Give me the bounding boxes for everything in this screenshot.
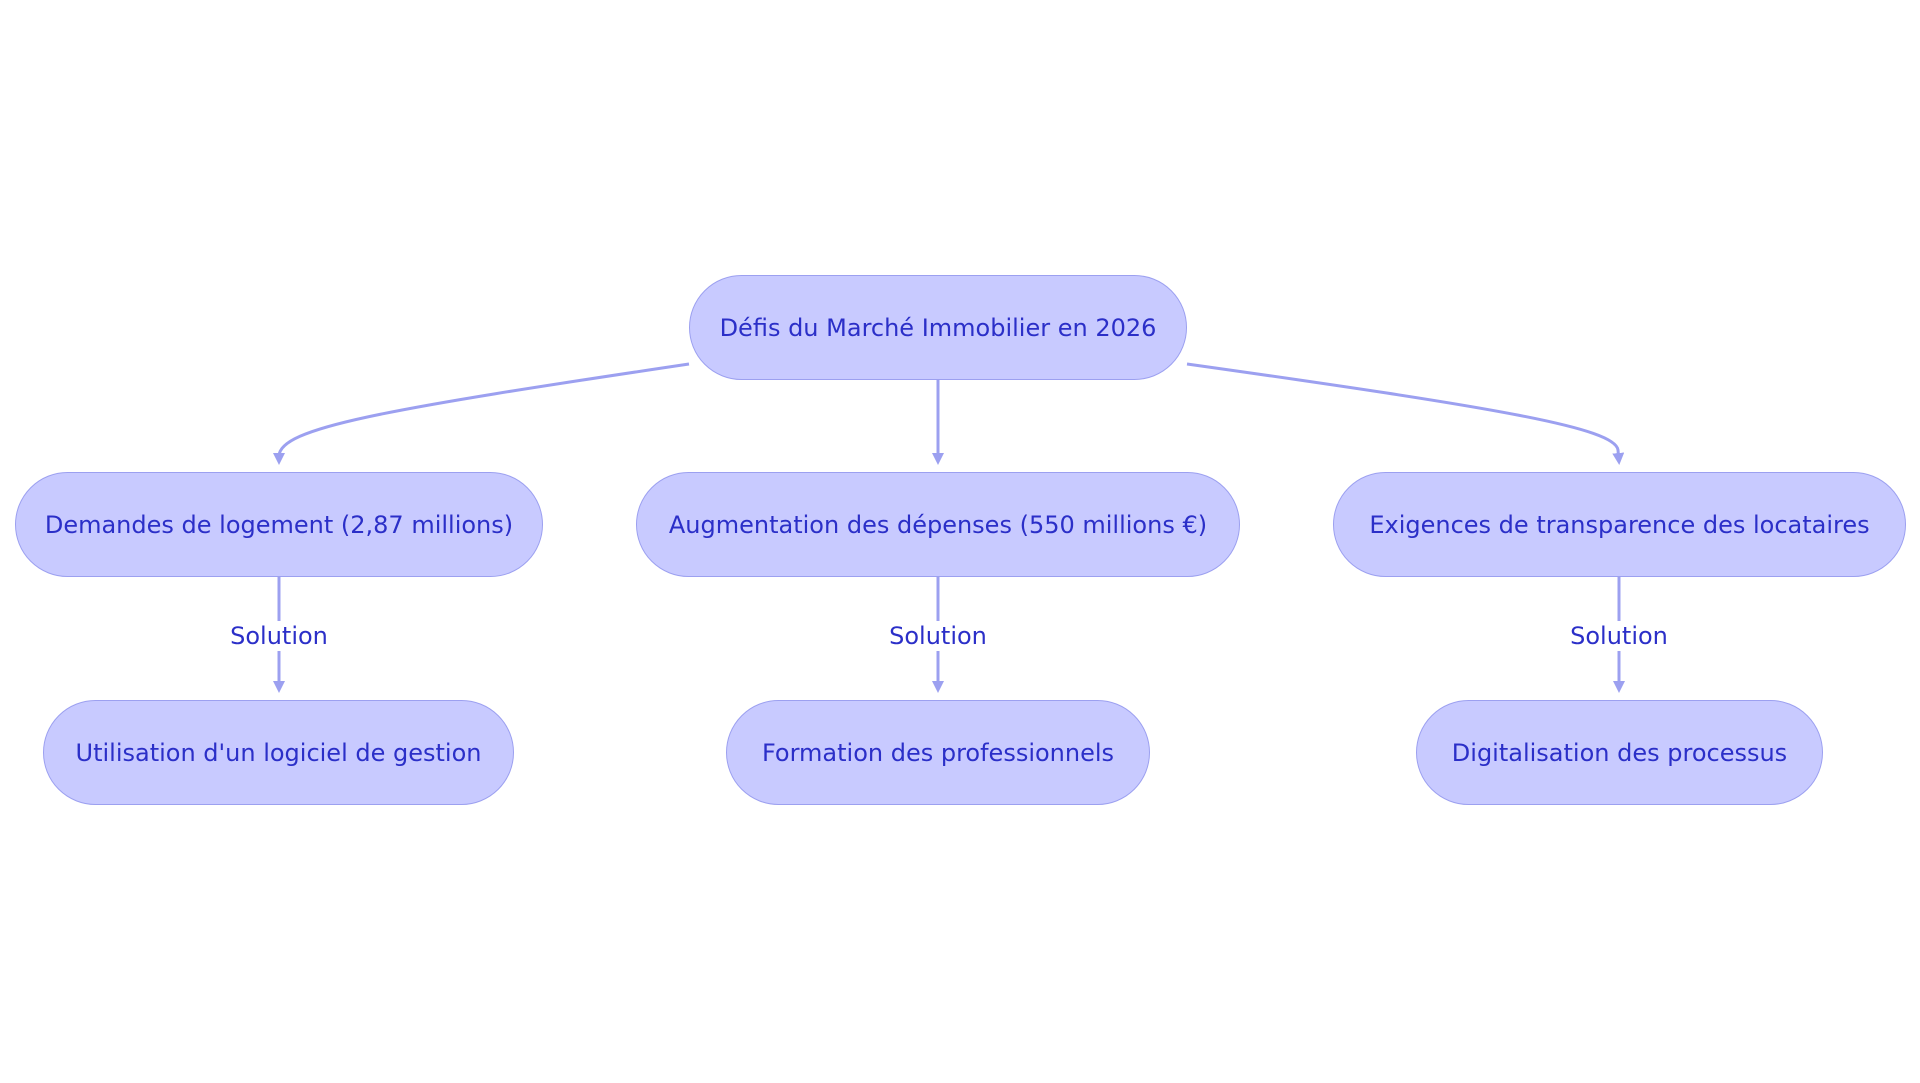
edge-root-to-challenge-1 (273, 362, 690, 465)
challenge-node-label: Demandes de logement (2,87 millions) (44, 510, 514, 539)
solution-node-professional-training: Formation des professionnels (726, 700, 1150, 805)
challenge-node-spending-increase: Augmentation des dépenses (550 millions … (636, 472, 1240, 577)
challenge-node-label: Exigences de transparence des locataires (1369, 510, 1870, 539)
solution-node-management-software: Utilisation d'un logiciel de gestion (43, 700, 514, 805)
root-node-label: Défis du Marché Immobilier en 2026 (719, 313, 1157, 342)
edge-label-solution: Solution (228, 621, 330, 651)
solution-node-label: Utilisation d'un logiciel de gestion (75, 738, 482, 767)
edge-label-solution: Solution (1568, 621, 1670, 651)
challenge-node-transparency: Exigences de transparence des locataires (1333, 472, 1906, 577)
solution-node-process-digitalization: Digitalisation des processus (1416, 700, 1823, 805)
challenge-node-housing-demand: Demandes de logement (2,87 millions) (15, 472, 543, 577)
solution-node-label: Digitalisation des processus (1451, 738, 1788, 767)
challenge-node-label: Augmentation des dépenses (550 millions … (668, 510, 1208, 539)
edge-label-solution: Solution (887, 621, 989, 651)
root-node: Défis du Marché Immobilier en 2026 (689, 275, 1187, 380)
solution-node-label: Formation des professionnels (761, 738, 1115, 767)
edge-root-to-challenge-3 (1186, 362, 1625, 465)
